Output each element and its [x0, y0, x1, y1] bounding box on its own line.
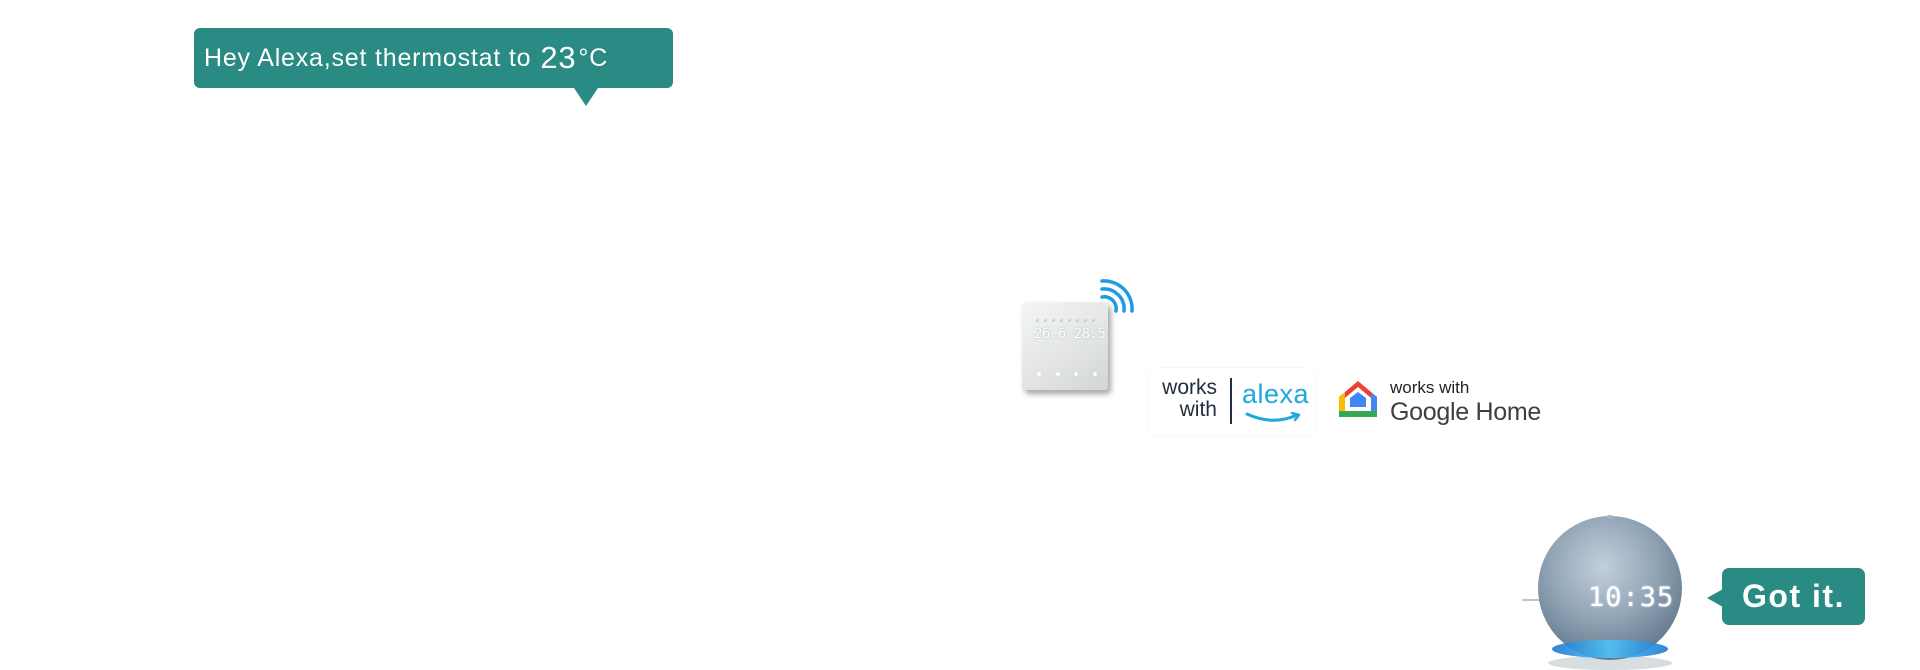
google-home-wordmark: Google Home	[1390, 398, 1541, 426]
thermostat-touch-buttons	[1037, 372, 1097, 376]
thermostat-indicator-row	[1036, 319, 1096, 323]
speaker-clock-display: 10:35	[1588, 582, 1675, 613]
alexa-badge-works-with: works with	[1162, 376, 1217, 421]
alexa-smile-icon	[1245, 412, 1301, 422]
thermostat-current-temp: 26.6	[1034, 326, 1066, 342]
thermostat-button	[1037, 372, 1041, 376]
thermostat-set-temp: 28.5	[1073, 326, 1106, 342]
voice-command-bubble: Hey Alexa,set thermostat to 23 °C	[194, 28, 673, 88]
google-badge-works-with: works with	[1390, 378, 1470, 397]
smart-speaker-icon	[1538, 515, 1682, 670]
alexa-badge-divider	[1230, 378, 1232, 424]
thermostat-button	[1074, 372, 1079, 376]
echo-power-cable	[1522, 599, 1542, 601]
voice-command-temperature: 23	[540, 40, 577, 75]
thermostat-button	[1055, 372, 1060, 376]
voice-response-text: Got it.	[1742, 578, 1845, 614]
voice-command-bubble-tail	[574, 88, 598, 106]
voice-command-unit: °C	[578, 43, 609, 72]
works-with-google-home-badge: works with Google Home	[1330, 368, 1546, 436]
alexa-wordmark: alexa	[1242, 379, 1310, 409]
thermostat-display: 26.6 28.5	[1030, 326, 1106, 342]
works-with-alexa-badge: works with alexa	[1149, 368, 1315, 436]
thermostat-device: 26.6 28.5	[1022, 302, 1108, 390]
wifi-signal-icon	[1100, 279, 1134, 313]
response-bubble-tail	[1707, 589, 1723, 607]
voice-command-text: Hey Alexa,set thermostat to	[204, 43, 532, 72]
thermostat-button	[1092, 372, 1097, 376]
google-home-icon	[1339, 381, 1377, 417]
voice-response-bubble: Got it.	[1722, 568, 1865, 625]
